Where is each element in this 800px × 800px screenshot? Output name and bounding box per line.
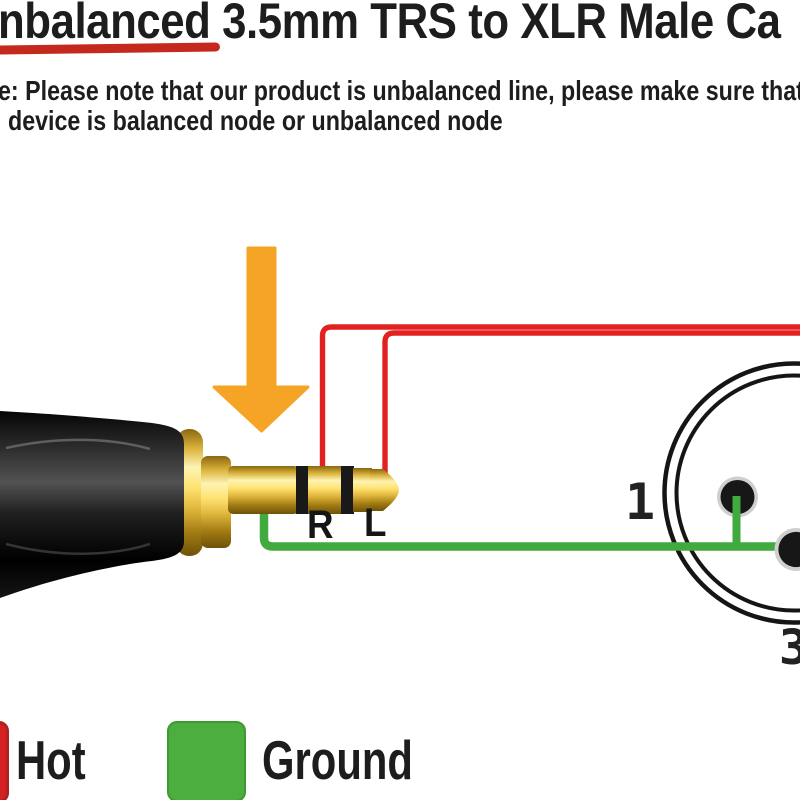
page-title: nbalanced 3.5mm TRS to XLR Male Ca (0, 0, 781, 49)
xlr-outer-circle (662, 361, 800, 625)
legend-hot-label: Hot (16, 729, 86, 791)
legend-hot-swatch (0, 721, 9, 800)
xlr-pin-1-label: 1 (625, 473, 656, 531)
legend-ground-swatch (167, 721, 246, 800)
hot-wire-ring (319, 324, 800, 474)
xlr-inner-circle (674, 373, 800, 613)
connector-body-highlight-bottom (5, 542, 151, 555)
ground-wire (259, 514, 796, 551)
plug-sleeve (228, 466, 299, 514)
legend-ground-label: Ground (262, 729, 413, 791)
note-line-2: device is balanced node or unbalanced no… (8, 105, 503, 136)
plug-insulator-band-2 (341, 466, 354, 514)
down-arrow-icon (212, 246, 310, 433)
hot-wire-tip (382, 330, 800, 476)
plug-flange (201, 456, 231, 548)
plug-ring-label: R (307, 503, 334, 547)
plug-tip-cone (370, 469, 399, 511)
plug-tip-base (353, 468, 372, 512)
plug-ring-contact (308, 466, 342, 514)
xlr-pin-2-dot (778, 531, 800, 568)
plug-insulator-band-1 (296, 466, 309, 514)
xlr-pin-3-label: 3 (779, 620, 800, 676)
plug-tip-label: L (364, 501, 387, 545)
note-line-1: e: Please note that our product is unbal… (0, 75, 800, 106)
connector-body-highlight-top (5, 438, 151, 451)
